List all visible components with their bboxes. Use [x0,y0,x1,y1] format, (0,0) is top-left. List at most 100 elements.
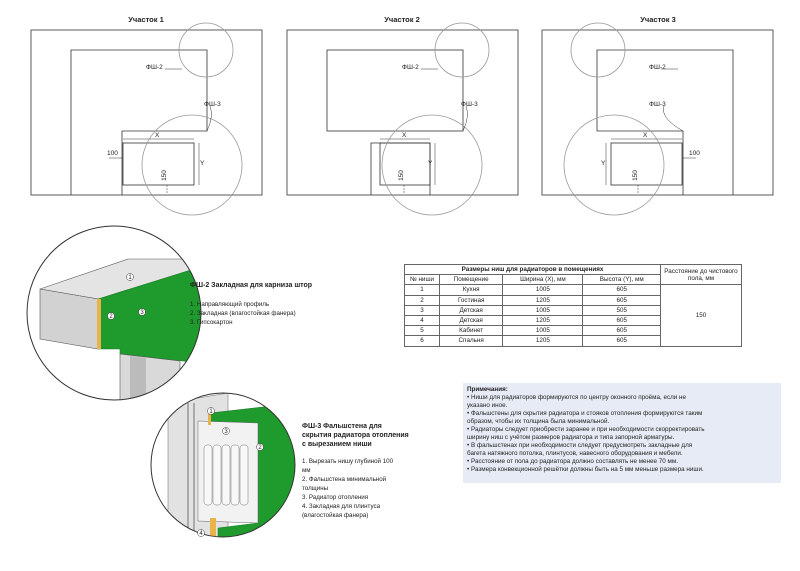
fsh3-marker-1: 1 [209,409,213,415]
notes-line: указано иное. [467,402,508,409]
plan-2-fsh2-label: ФШ-2 [402,64,419,71]
fsh2-marker-3: 3 [140,310,144,316]
plan-2-fsh3-circle [381,114,483,216]
plan-2-150-label: 150 [397,170,405,181]
table-header-room: Помещение [438,274,504,286]
plan-1-x-label: X [155,132,160,139]
detail-fsh3-item-2: 2. Фальшстена минимальной [302,476,387,483]
detail-fsh2-item-3: 3. Гипсокартон [190,319,233,326]
plan-2-window [326,49,464,132]
plan-1-150-label: 150 [160,170,168,181]
notes-box: Примечания: • Ниши для радиаторов формир… [463,383,781,483]
plan-3-niche [610,142,683,186]
notes-line: • Ниши для радиаторов формируются по цен… [467,394,687,401]
plan-3-150-label: 150 [631,170,639,181]
table-cell: 5 [404,325,440,337]
plan-1-title: Участок 1 [128,15,164,24]
detail-fsh3-item-3: 3. Радиатор отопления [302,494,369,501]
plan-2-niche [379,142,431,186]
plan-2-x-label: X [402,132,407,139]
plan-3-title: Участок 3 [640,15,676,24]
table-cell: 2 [404,294,440,306]
detail-fsh3-title-2: скрытия радиатора отопления [302,432,409,439]
fsh3-marker-3: 3 [224,429,228,435]
notes-line: • Фальшстены для скрытия радиатора и сто… [467,410,703,417]
fsh2-marker-1: 1 [128,275,132,281]
plan-3-fsh3-circle [563,114,665,216]
table-row: 2 Гостиная 1205 605 [404,294,742,306]
plan-1-window-outline [70,49,208,195]
plan-3-fsh2-circle [570,22,626,78]
plan-1-fsh3-label: ФШ-3 [204,101,221,108]
niche-table: Размеры ниш для радиаторов в помещениях … [404,263,742,347]
fsh3-marker-2: 2 [258,445,262,451]
plan-3-y-label: Y [601,160,606,167]
plan-3-x-label: X [643,132,648,139]
plan-2-fsh3-label: ФШ-3 [461,101,478,108]
table-cell: 605 [582,294,661,306]
detail-fsh2-item-2: 2. Закладная (влагостойкая фанера) [190,310,296,317]
table-header-height: Высота (Y), мм [582,274,661,286]
detail-fsh2-title: ФШ-2 Закладная для карниза штор [190,282,313,289]
notes-title: Примечания: [467,386,508,393]
table-header-num: № ниши [404,274,440,286]
plans-drawing [30,22,774,216]
table-cell: 1205 [502,294,584,306]
plan-2-y-label: Y [428,160,433,167]
table-cell: Кухня [438,284,504,296]
table-cell: 4 [404,314,440,327]
fsh2-marker-2: 2 [109,314,113,320]
table-header-width: Ширина (X), мм [502,274,584,286]
table-cell: Детская [438,314,504,327]
detail-fsh3-title-3: с вырезанием ниши [302,441,372,448]
table-floor-distance: 150 [660,284,742,347]
table-header-floor: Расстояние до чистового пола, мм [660,263,742,286]
plan-3-fsh3-label: ФШ-3 [649,101,666,108]
plan-3-window-outline [596,49,734,195]
table-cell: Кабинет [438,325,504,337]
plan-3-wall [541,29,774,196]
table-cell: 1 [404,284,440,296]
detail-fsh2-item-1: 1. Направляющий профиль [190,301,270,308]
detail-fsh3-title-1: ФШ-3 Фальшстена для [302,423,382,430]
table-row: 1 Кухня 1005 605 150 [404,284,742,347]
detail-fsh3-item-4: 4. Закладная для плинтуса [302,503,381,510]
notes-line: багета натяжного потолка, плинтусов, нав… [467,450,683,457]
plan-1-wall [30,29,263,196]
table-cell: 1005 [502,325,584,337]
table-cell: 605 [582,325,661,337]
table-cell: 1005 [502,284,584,296]
table-cell: 1205 [502,314,584,327]
plan-3-fsh2-label: ФШ-2 [649,64,666,71]
plan-2-title: Участок 2 [384,15,420,24]
plan-2-fsh2-circle [434,22,490,78]
plan-1-fsh2-circle [178,22,234,78]
detail-fsh3-item-2b: толщины [302,485,329,492]
dimension-lines [109,138,696,193]
notes-line: • Размера конвекционной решётки должны б… [467,466,704,473]
plan-1-fsh3-circle [141,114,243,216]
table-caption: Размеры ниш для радиаторов в помещениях [404,263,661,276]
table-cell: 1205 [502,335,584,347]
detail-fsh2-drawing: 1 2 3 [26,225,202,401]
table-cell: Детская [438,304,504,316]
table-cell: 6 [404,335,440,347]
notes-line: образом, чтобы их толщина была минимальн… [467,418,610,425]
detail-fsh3-item-1b: мм [302,467,311,474]
notes-line: • В фальшстенах при необходимости следуе… [467,442,693,449]
notes-line: • Радиаторы следует приобрести заранее и… [467,426,705,433]
table-cell: 605 [582,284,661,296]
notes-line: • Расстояние от пола до радиатора должно… [467,458,678,465]
table-cell: 605 [582,335,661,347]
table-cell: 505 [582,304,661,316]
notes-line: ширину ниш с учётом размеров радиатора и… [467,434,675,441]
detail-fsh3-drawing: 1 2 3 4 [150,392,296,538]
table-row: 6 Спальня 1205 605 [404,335,742,347]
table-cell: 3 [404,304,440,316]
leader-lines [165,68,684,132]
plan-2-wall [286,29,519,196]
detail-fsh3-item-1: 1. Вырезать нишу глубиной 100 [302,458,394,465]
plan-1-100-label: 100 [107,150,118,157]
plan-1-fsh2-label: ФШ-2 [146,64,163,71]
plan-3-100-label: 100 [689,150,700,157]
